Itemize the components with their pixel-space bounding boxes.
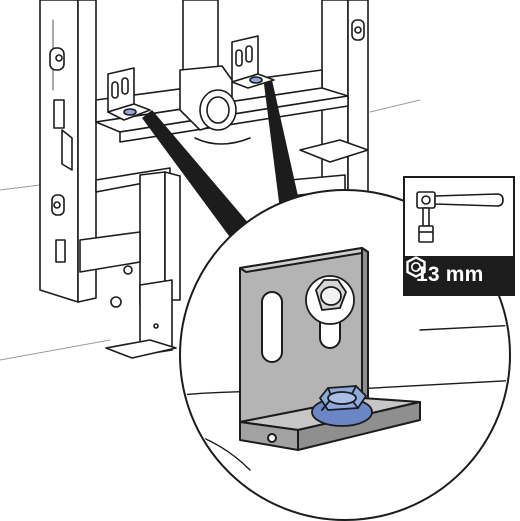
tool-callout-box: 13 mm: [403, 176, 515, 296]
angle-bracket: [239, 247, 421, 451]
room-wall-lines: [0, 99, 421, 361]
highlighted-anchor-nut: [311, 385, 373, 427]
upper-hex-bolt: [305, 275, 355, 325]
top-right-bracket: [231, 35, 275, 89]
socket-wrench-icon: [416, 191, 504, 243]
hexagon-nut-icon: [406, 256, 426, 278]
frame-left-post: [39, 0, 97, 303]
wrench-size-label: 13 mm: [416, 263, 484, 286]
callout-wedges: [142, 80, 300, 240]
frame-lower-structure: [79, 139, 369, 359]
top-left-bracket: [107, 67, 151, 121]
supply-pipe-fitting: [179, 0, 251, 145]
wrench-size-bar: 13 mm: [405, 256, 513, 294]
